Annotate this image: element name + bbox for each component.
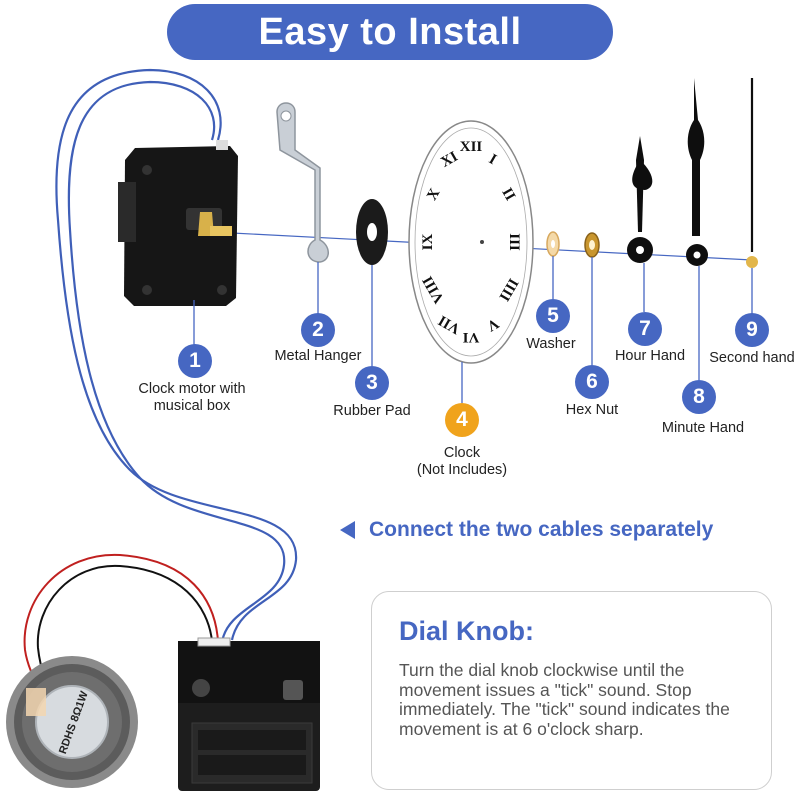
second-hand-icon (746, 78, 758, 268)
connect-note-text: Connect the two cables separately (369, 518, 714, 541)
part-number-5: 5 (536, 299, 570, 333)
part-number-8: 8 (682, 380, 716, 414)
part-label-1: Clock motor with musical box (138, 381, 246, 414)
part-number-1: 1 (178, 344, 212, 378)
part-label-7: Hour Hand (614, 348, 686, 364)
info-title: Dial Knob: (399, 616, 534, 646)
part-number-4: 4 (445, 403, 479, 437)
rubber-pad-icon (356, 199, 388, 265)
part-label-8: Minute Hand (661, 420, 745, 436)
part-label-2: Metal Hanger (274, 348, 362, 364)
connect-note: Connect the two cables separately (340, 518, 713, 542)
part-label-6: Hex Nut (565, 402, 619, 418)
minute-hand-icon (686, 78, 708, 266)
washer-icon (546, 231, 560, 257)
dial-knob-info-box: Dial Knob: Turn the dial knob clockwise … (371, 591, 772, 790)
hour-hand-icon (627, 136, 653, 263)
part-label-5: Washer (526, 336, 576, 352)
dial-numeral: IX (420, 233, 436, 250)
dial-numeral: VI (463, 329, 480, 345)
hex-nut-icon (584, 232, 600, 258)
part-number-2: 2 (301, 313, 335, 347)
speaker-icon: RDHS 8Ω1W (6, 656, 138, 788)
part-number-3: 3 (355, 366, 389, 400)
clock-motor-icon (118, 140, 238, 306)
part-number-9: 9 (735, 313, 769, 347)
info-text: Turn the dial knob clockwise until the m… (399, 660, 730, 739)
dial-numeral: XII (460, 139, 483, 155)
part-label-3: Rubber Pad (333, 403, 411, 419)
part-number-7: 7 (628, 312, 662, 346)
dial-numeral: XI (438, 149, 461, 171)
part-label-9: Second hand (709, 350, 795, 366)
dial-numeral: III (506, 233, 522, 251)
metal-hanger-icon (276, 102, 329, 263)
part-label-4: Clock (Not Includes) (416, 445, 508, 478)
music-box-icon (178, 637, 320, 791)
part-number-6: 6 (575, 365, 609, 399)
page-title: Easy to Install (167, 4, 613, 60)
left-arrow-icon (340, 521, 355, 539)
